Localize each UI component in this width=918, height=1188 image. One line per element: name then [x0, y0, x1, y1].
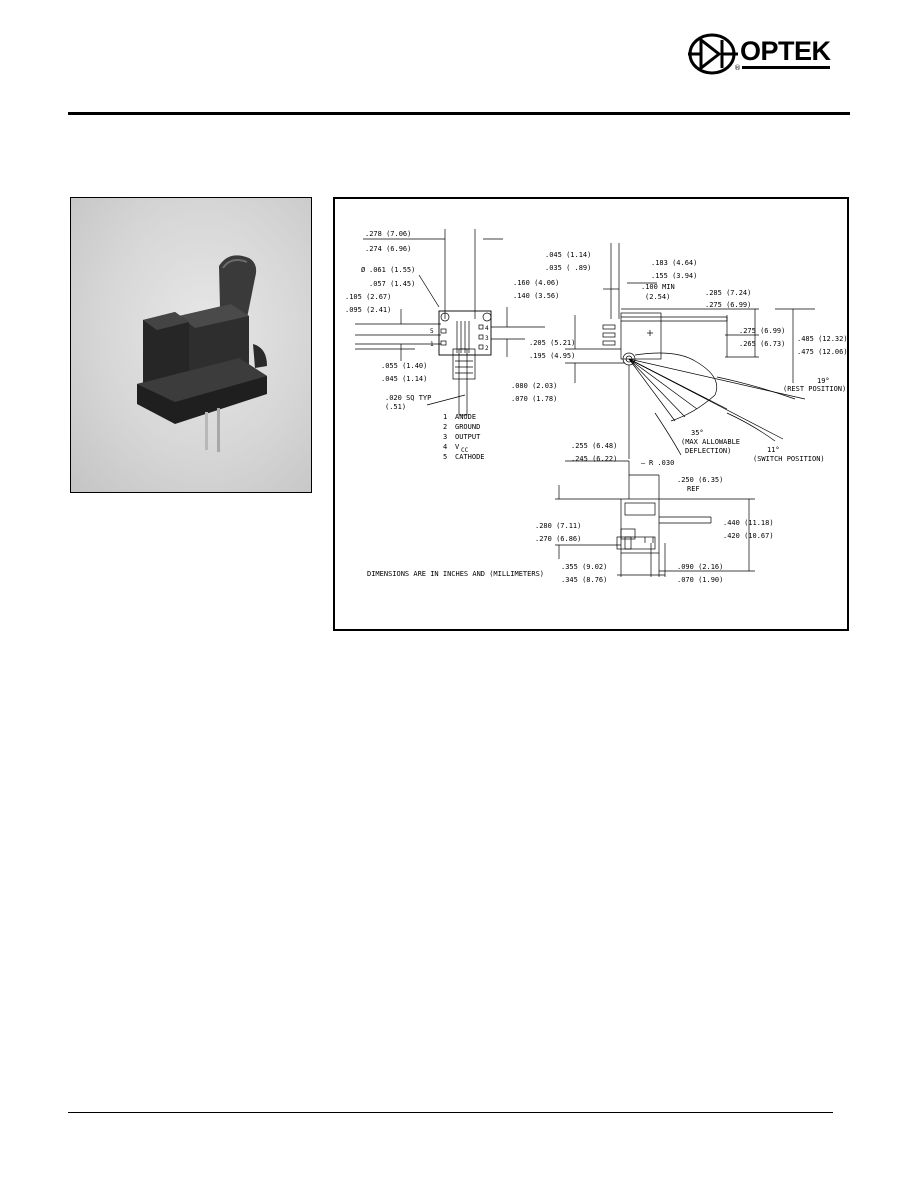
dim-label: .275 (6.99) — [705, 301, 751, 309]
svg-text:CC: CC — [461, 447, 469, 454]
dim-label: .355 (9.02) — [561, 563, 607, 571]
dimension-drawing: 5 1 4 3 2 .278 (7.06) .274 (6.96) Ø .061… — [345, 229, 848, 584]
dim-label: (MAX ALLOWABLE — [681, 438, 740, 446]
svg-text:3: 3 — [443, 433, 447, 441]
dim-label: REF — [687, 485, 700, 493]
dim-label: .280 (7.11) — [535, 522, 581, 530]
dim-label: .475 (12.06) — [797, 348, 848, 356]
mechanical-drawing: 5 1 4 3 2 .278 (7.06) .274 (6.96) Ø .061… — [333, 197, 849, 631]
dim-label: R .030 — [649, 459, 674, 467]
footer-rule — [68, 1112, 833, 1113]
pin-label-1: 1 — [430, 341, 434, 348]
dim-label: .255 (6.48) — [571, 442, 617, 450]
dim-label: (.51) — [385, 403, 406, 411]
svg-text:ANODE: ANODE — [455, 413, 476, 421]
dim-label: .440 (11.18) — [723, 519, 774, 527]
dim-label: .070 (1.90) — [677, 576, 723, 584]
dim-label: .345 (8.76) — [561, 576, 607, 584]
dim-label: .105 (2.67) — [345, 293, 391, 301]
dim-label: .275 (6.99) — [739, 327, 785, 335]
dim-label: .485 (12.32) — [797, 335, 848, 343]
dim-label: .080 (2.03) — [511, 382, 557, 390]
dim-label: .140 (3.56) — [513, 292, 559, 300]
dim-label: .265 (6.73) — [739, 340, 785, 348]
dim-label: 35° — [691, 429, 704, 437]
dim-label: (REST POSITION) — [783, 385, 846, 393]
dim-label: .061 (1.55) — [369, 266, 415, 274]
dim-label: .205 (5.21) — [529, 339, 575, 347]
pin-label-3: 3 — [485, 335, 489, 342]
dim-label: 11° — [767, 446, 780, 454]
dim-label: .095 (2.41) — [345, 306, 391, 314]
dim-label: .035 ( .89) — [545, 264, 591, 272]
dim-label: .057 (1.45) — [369, 280, 415, 288]
dim-label: .045 (1.14) — [381, 375, 427, 383]
registered-mark: ® — [734, 64, 741, 72]
pin-label-2: 2 — [485, 345, 489, 352]
dim-label: .195 (4.95) — [529, 352, 575, 360]
dim-label: .285 (7.24) — [705, 289, 751, 297]
dim-label: .020 SQ TYP — [385, 394, 431, 402]
dim-label: 19° — [817, 377, 830, 385]
optek-logo — [686, 32, 836, 80]
pin-legend: 1 ANODE 2 GROUND 3 OUTPUT 4 V CC 5 CATHO… — [443, 413, 485, 461]
dim-label: .100 MIN — [641, 283, 675, 291]
dim-label: — — [641, 459, 646, 467]
dimensions-note: DIMENSIONS ARE IN INCHES AND (MILLIMETER… — [367, 570, 544, 578]
header-rule — [68, 112, 850, 115]
svg-text:4: 4 — [443, 443, 447, 451]
switch-sensor-illustration — [137, 255, 267, 452]
dim-label: .045 (1.14) — [545, 251, 591, 259]
dim-label: .270 (6.86) — [535, 535, 581, 543]
svg-text:2: 2 — [443, 423, 447, 431]
dim-label: Ø — [361, 266, 366, 274]
pin-label-5: 5 — [430, 328, 434, 335]
svg-text:5: 5 — [443, 453, 447, 461]
dim-label: .183 (4.64) — [651, 259, 697, 267]
dim-label: .090 (2.16) — [677, 563, 723, 571]
dim-label: .420 (10.67) — [723, 532, 774, 540]
svg-text:CATHODE: CATHODE — [455, 453, 485, 461]
svg-text:V: V — [455, 443, 460, 451]
dim-label: .055 (1.40) — [381, 362, 427, 370]
product-photo — [70, 197, 312, 493]
dim-label: .250 (6.35) — [677, 476, 723, 484]
dim-label: .070 (1.78) — [511, 395, 557, 403]
dim-label: (2.54) — [645, 293, 670, 301]
dim-label: .245 (6.22) — [571, 455, 617, 463]
dim-label: (SWITCH POSITION) — [753, 455, 825, 463]
dim-label: .160 (4.06) — [513, 279, 559, 287]
brand-name: OPTEK — [740, 36, 831, 66]
svg-text:1: 1 — [443, 413, 447, 421]
dim-label: .278 (7.06) — [365, 230, 411, 238]
pin-label-4: 4 — [485, 325, 489, 332]
svg-text:OUTPUT: OUTPUT — [455, 433, 481, 441]
dim-label: .274 (6.96) — [365, 245, 411, 253]
dim-label: .155 (3.94) — [651, 272, 697, 280]
dim-label: DEFLECTION) — [685, 447, 731, 455]
svg-text:GROUND: GROUND — [455, 423, 480, 431]
optek-diode-logo-icon — [688, 33, 738, 75]
brand-underline — [742, 66, 830, 69]
